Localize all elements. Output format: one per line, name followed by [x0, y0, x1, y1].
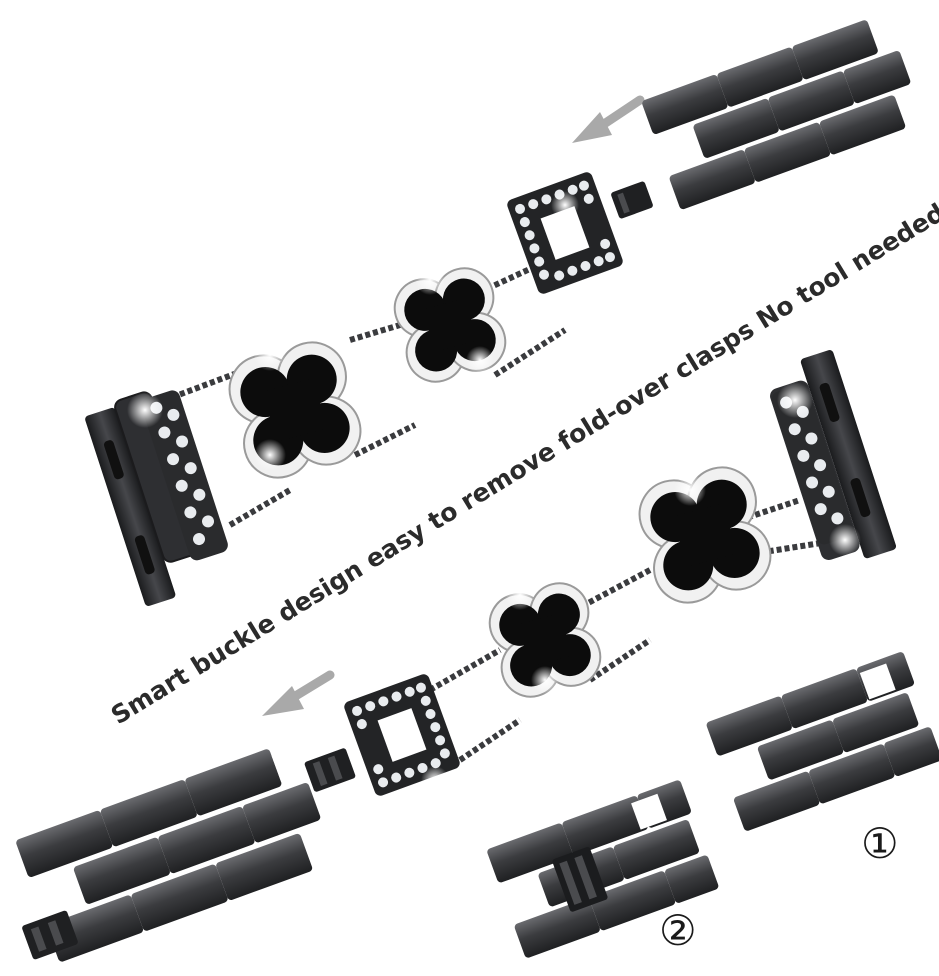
- rhinestone-bar: [141, 390, 228, 561]
- step-two-icon: ②: [659, 906, 697, 955]
- band-top: [85, 0, 911, 606]
- rhinestone-buckle: [344, 674, 460, 796]
- clasp-piece-two: [487, 780, 719, 958]
- chain-link: [163, 259, 567, 528]
- rhinestone-buckle: [507, 172, 623, 294]
- clover-charm: [638, 466, 772, 604]
- metal-link-band: [16, 746, 321, 962]
- arrow-left-icon: [262, 670, 335, 716]
- clover-charm: [488, 582, 602, 698]
- metal-link-band: [642, 0, 911, 210]
- clover-charm: [228, 341, 362, 479]
- clover-charm: [393, 267, 507, 383]
- step-one-icon: ①: [861, 819, 899, 868]
- arrow-left-icon: [572, 95, 645, 143]
- clasp-piece-one: [706, 652, 939, 831]
- sparkle-effects: [127, 191, 861, 794]
